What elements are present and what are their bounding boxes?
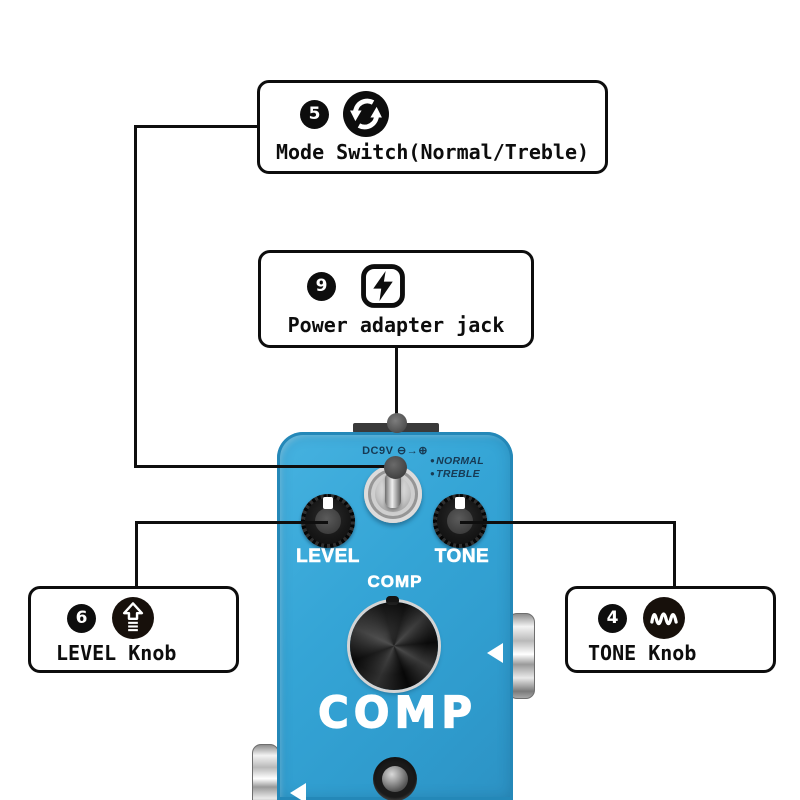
number-badge: 4 <box>598 603 627 633</box>
power-jack-connector <box>395 346 398 422</box>
mode-switch-connector <box>134 125 137 468</box>
model-name: COMP <box>317 686 478 738</box>
pedal-body: DC9V ⊖→⊕ ●NORMAL ●TREBLE LEVEL TONE COMP… <box>277 432 513 800</box>
level-knob-connector <box>135 521 138 588</box>
tone-knob-connector <box>673 521 676 588</box>
input-jack <box>252 744 279 800</box>
callout-tone-knob: 4 TONE Knob <box>565 586 776 673</box>
callout-mode-switch: 5 Mode Switch(Normal/Treble) <box>257 80 608 174</box>
power-jack-nub <box>387 413 407 433</box>
callout-level-knob: 6 LEVEL Knob <box>28 586 239 673</box>
callout-label: TONE Knob <box>588 641 697 665</box>
sync-icon <box>343 91 389 137</box>
callout-head: 4 <box>598 597 773 639</box>
comp-knob <box>350 596 438 690</box>
effect-title: COMP <box>367 572 423 592</box>
arrow-left-icon <box>487 643 503 663</box>
callout-head: 5 <box>300 91 605 137</box>
level-up-icon <box>112 597 154 639</box>
callout-head: 6 <box>67 597 236 639</box>
knob-shine <box>350 602 438 690</box>
knob-indicator <box>323 497 333 509</box>
bullet-icon: ● <box>430 468 436 478</box>
bullet-icon: ● <box>430 456 436 465</box>
callout-head: 9 <box>307 263 531 309</box>
level-knob-label: LEVEL <box>296 546 360 568</box>
toggle-tip <box>384 456 407 479</box>
callout-power-jack: 9 Power adapter jack <box>258 250 534 348</box>
mode-option-treble: ●TREBLE <box>430 467 480 480</box>
mode-switch-connector <box>134 465 396 468</box>
mode-options: ●NORMAL ●TREBLE <box>430 455 484 480</box>
led-lens <box>382 766 408 792</box>
tone-knob-label: TONE <box>434 546 490 568</box>
lightning-icon <box>361 264 405 308</box>
knob-indicator <box>455 497 465 509</box>
tone-knob-connector <box>460 521 676 524</box>
level-knob-connector <box>135 521 328 524</box>
callout-label: Power adapter jack <box>287 313 505 337</box>
number-badge: 9 <box>307 271 336 301</box>
status-led <box>373 757 417 800</box>
arrow-left-icon <box>290 783 306 800</box>
power-polarity-label: DC9V ⊖→⊕ <box>362 445 428 457</box>
mode-switch-connector <box>134 125 258 128</box>
callout-label: LEVEL Knob <box>56 641 177 665</box>
mode-toggle-lever <box>385 472 401 508</box>
number-badge: 5 <box>300 99 329 129</box>
wave-icon <box>643 597 685 639</box>
mode-option-normal: ●NORMAL <box>430 455 485 467</box>
number-badge: 6 <box>67 603 96 633</box>
knob-pointer <box>386 596 399 605</box>
callout-label: Mode Switch(Normal/Treble) <box>275 140 590 164</box>
